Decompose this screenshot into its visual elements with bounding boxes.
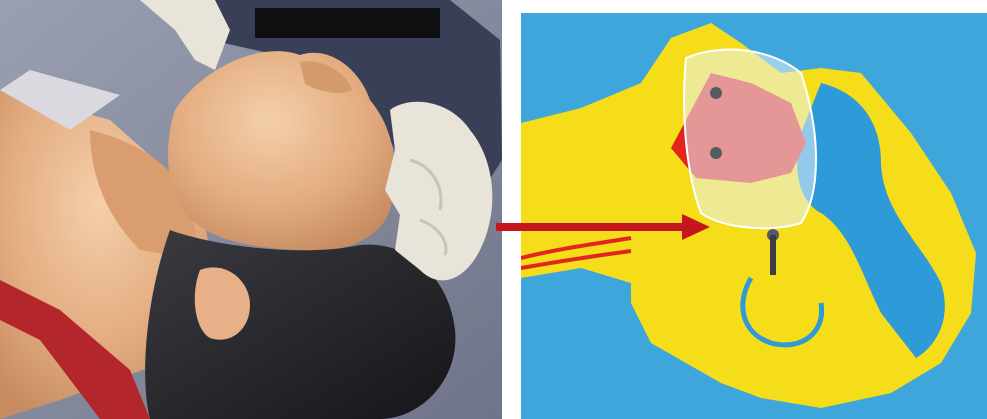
right-arrow-icon — [496, 212, 710, 242]
arrow-shaft — [496, 223, 686, 231]
transparent-overlay — [684, 50, 816, 229]
arrow-head — [682, 214, 710, 240]
arrow-graphic — [496, 212, 710, 242]
manikin-photo — [0, 0, 502, 419]
pivot-pin-mid — [710, 147, 722, 159]
pivot-pin-top — [710, 87, 722, 99]
redaction-box — [255, 8, 440, 38]
slot-bar — [770, 235, 776, 275]
manikin-illustration — [0, 0, 502, 419]
